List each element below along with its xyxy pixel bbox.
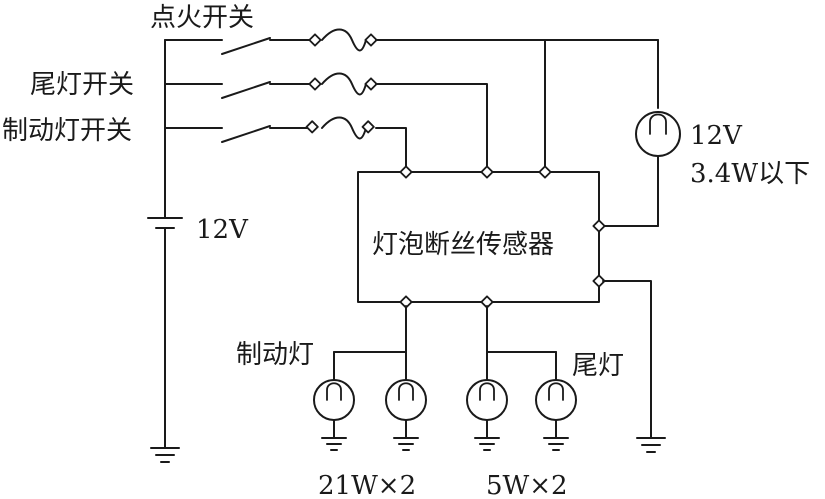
brake-lamp-right: [385, 379, 427, 451]
battery-voltage-label: 12V: [196, 215, 249, 245]
brake-rating-label: 21W×2: [318, 471, 416, 499]
tail-lamp-wiring: [486, 305, 557, 381]
sensor-box: [357, 165, 606, 309]
tail-switch-label: 尾灯开关: [30, 70, 134, 100]
tail-rating-label: 5W×2: [486, 471, 568, 499]
sensor-label: 灯泡断丝传感器: [372, 230, 554, 260]
fuse-tail: [308, 72, 378, 96]
supply-bus: [164, 39, 223, 449]
fuse-brake: [305, 116, 375, 140]
ignition-switch-label: 点火开关: [150, 3, 254, 33]
tail-lamp-label: 尾灯: [572, 351, 624, 381]
fuse-ignition: [308, 28, 378, 52]
battery-symbol: [147, 217, 183, 229]
tail-feed-wire: [375, 83, 488, 169]
brake-switch-label: 制动灯开关: [2, 116, 132, 146]
tail-lamp-left: [466, 379, 508, 451]
brake-lamp-left: [313, 379, 355, 451]
brake-lamp-label: 制动灯: [236, 340, 314, 370]
ignition-switch: [221, 37, 311, 55]
tail-lamp-right: [535, 379, 577, 451]
brake-light-switch: [221, 125, 311, 143]
indicator-lamp: [598, 111, 681, 227]
battery-ground-symbol: [150, 447, 180, 463]
indicator-voltage-label: 12V: [690, 121, 743, 151]
tail-light-switch: [221, 81, 311, 99]
brake-feed-wire: [375, 127, 407, 169]
brake-lamp-wiring: [333, 305, 407, 381]
ignition-feed-wire: [375, 39, 659, 169]
indicator-power-label: 3.4W以下: [690, 159, 810, 189]
sensor-ground-wire: [602, 280, 666, 453]
